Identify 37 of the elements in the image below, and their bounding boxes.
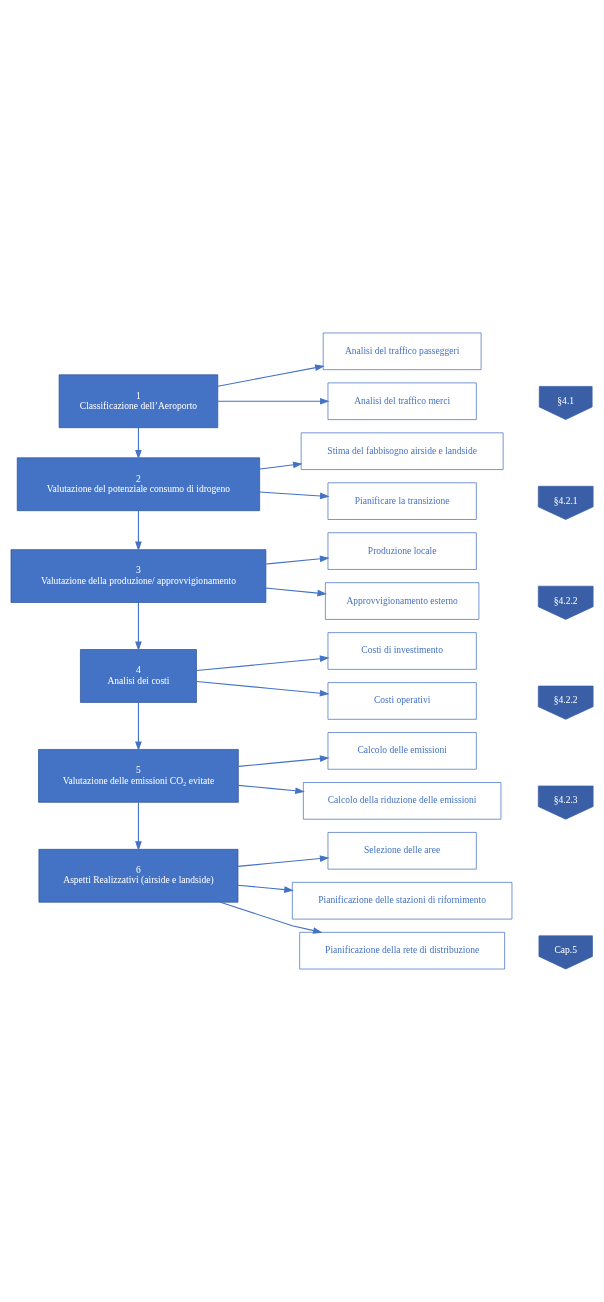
node-box: 3 Valutazione della produzione/ approvvigionamento <box>10 549 267 603</box>
node-box: Pianificazione delle stazioni di rifornimento <box>291 882 513 920</box>
arrow <box>196 655 330 672</box>
arrow <box>237 755 330 767</box>
arrow <box>265 587 327 597</box>
node-box: 2 Valutazione del potenziale consumo di idrogeno <box>16 457 260 512</box>
arrow <box>135 510 142 552</box>
arrow <box>237 784 305 795</box>
node-box: Analisi del traffico merci <box>327 382 477 420</box>
node-box: Produzione locale <box>327 532 477 570</box>
node-box: Costi operativi <box>327 682 477 720</box>
arrow <box>135 702 142 751</box>
node-box: Calcolo della riduzione delle emissioni <box>303 782 502 820</box>
arrow <box>259 461 303 470</box>
node-box: Approvvigionamento esterno <box>325 582 480 620</box>
node-box: Pianificare la transizione <box>327 482 477 520</box>
arrow <box>237 855 330 867</box>
node-box: 1 Classificazione dell’Aeroporto <box>58 374 219 429</box>
node-box: Analisi del traffico passeggeri <box>322 332 482 371</box>
node-box: Costi di investimento <box>327 632 477 670</box>
arrow <box>265 555 330 565</box>
node-box: 6 Aspetti Realizzativi (airside e landside) <box>38 848 239 903</box>
node-box: Calcolo delle emissioni <box>327 732 477 770</box>
arrow <box>196 680 330 697</box>
node-box: Selezione delle aree <box>327 832 477 870</box>
arrow <box>259 491 330 500</box>
arrow <box>217 364 325 387</box>
arrow <box>237 884 294 893</box>
arrow <box>135 427 142 460</box>
arrow <box>135 602 142 652</box>
arrow <box>217 397 330 405</box>
node-box: Stima del fabbisogno airside e landside <box>300 432 504 470</box>
arrow <box>219 901 323 934</box>
node-box: 5 Valutazione delle emissioni CO₂ evitate <box>38 749 239 803</box>
node-box: Pianificazione della rete di distribuzione <box>299 931 505 970</box>
node-box: 4 Analisi dei costi <box>80 649 197 703</box>
arrow <box>135 801 142 851</box>
